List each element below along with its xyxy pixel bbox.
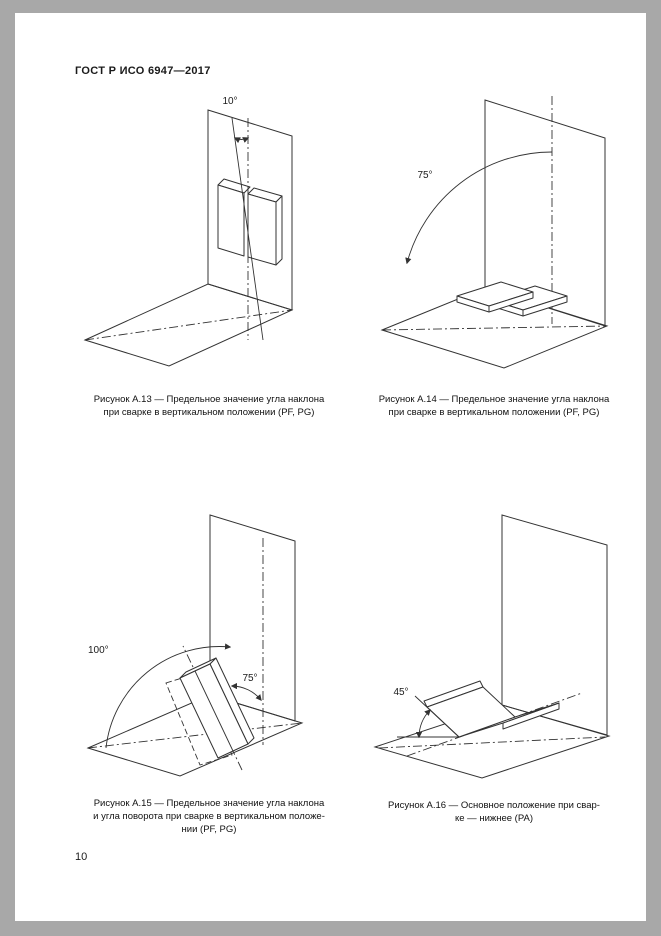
floor-axis-line [381, 325, 608, 331]
workpiece [423, 680, 560, 738]
angle-label: 10° [222, 96, 237, 107]
document-page: ГОСТ Р ИСО 6947—2017 10° [15, 13, 646, 921]
workpiece [456, 281, 568, 317]
caption-line: при сварке в вертикальном положении (PF,… [388, 407, 600, 418]
caption-line: и угла поворота при сварке в вертикально… [93, 811, 325, 822]
tilted-axis-line [231, 117, 264, 341]
caption-line: ке — нижнее (PA) [455, 813, 533, 824]
figure-a15-caption: Рисунок А.15 — Предельное значение угла … [73, 797, 345, 836]
figure-a16-diagram: 45° [367, 505, 617, 805]
caption-line: при сварке в вертикальном положении (PF,… [103, 407, 315, 418]
figure-a13-diagram: 10° [80, 88, 330, 388]
floor-axis-line [87, 722, 303, 749]
angle-label: 45° [393, 687, 408, 698]
figure-a14-caption: Рисунок А.14 — Предельное значение угла … [365, 393, 623, 419]
plate-surface-line [414, 695, 460, 738]
caption-line: Рисунок А.15 — Предельное значение угла … [93, 798, 325, 809]
floor-axis-line [84, 309, 293, 341]
angle-label: 100° [88, 645, 109, 656]
figure-a14-diagram: 75° [367, 88, 617, 388]
figure-a16-caption: Рисунок А.16 — Основное положение при св… [365, 799, 623, 825]
caption-line: Рисунок А.16 — Основное положение при св… [388, 800, 600, 811]
page-number: 10 [75, 851, 88, 863]
angle-label: 75° [417, 170, 432, 181]
angle-arc [405, 151, 553, 265]
rotation-angle-arc [105, 643, 232, 749]
angle-arc [415, 709, 431, 739]
tilt-angle-arc [230, 682, 262, 701]
workpiece [217, 178, 283, 266]
angle-arc [233, 137, 250, 144]
figure-a15-diagram: 100° 75° [80, 503, 330, 803]
caption-line: Рисунок А.14 — Предельное значение угла … [378, 394, 610, 405]
caption-line: нии (PF, PG) [181, 824, 237, 835]
caption-line: Рисунок А.13 — Предельное значение угла … [93, 394, 325, 405]
floor-plane [86, 694, 304, 777]
vertical-plane [501, 514, 608, 736]
standard-number-header: ГОСТ Р ИСО 6947—2017 [75, 65, 211, 77]
figure-a13-caption: Рисунок А.13 — Предельное значение угла … [73, 393, 345, 419]
workpiece [179, 657, 255, 759]
floor-axis-line [378, 736, 606, 749]
angle-label: 75° [242, 673, 257, 684]
